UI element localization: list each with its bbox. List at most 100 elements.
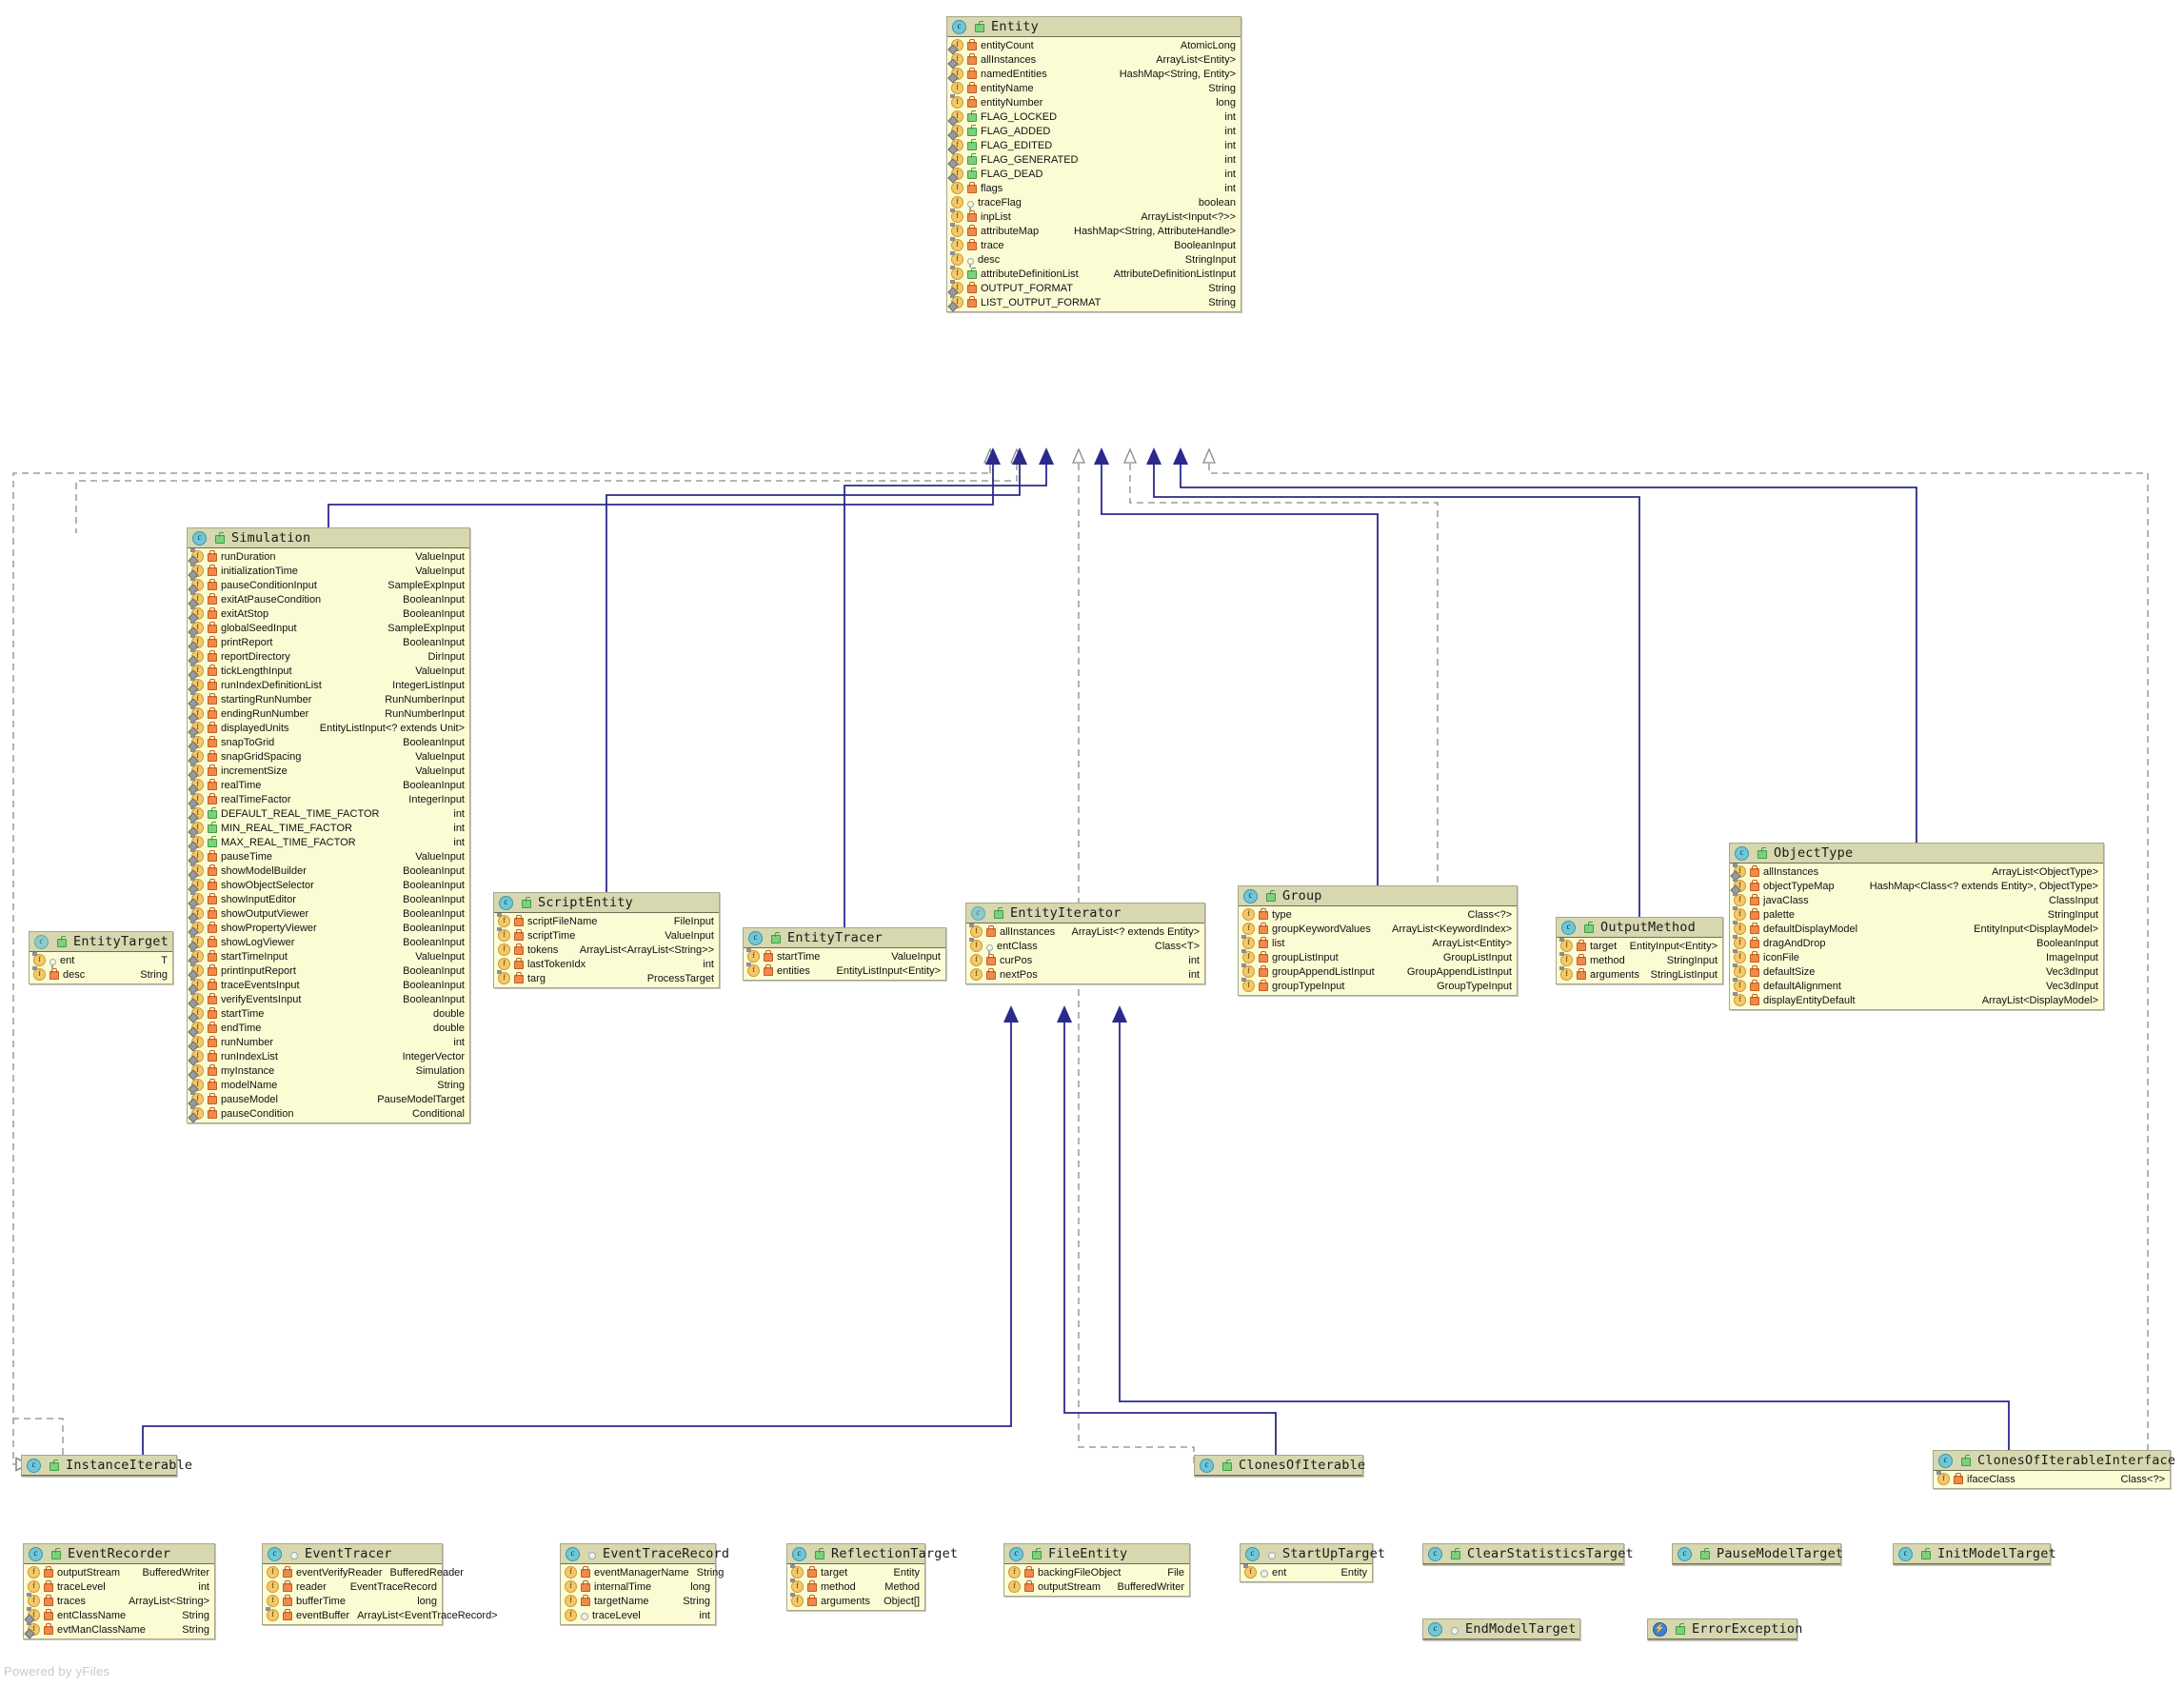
uml-class-errorexception[interactable]: ⚡ErrorException bbox=[1647, 1618, 1802, 1640]
